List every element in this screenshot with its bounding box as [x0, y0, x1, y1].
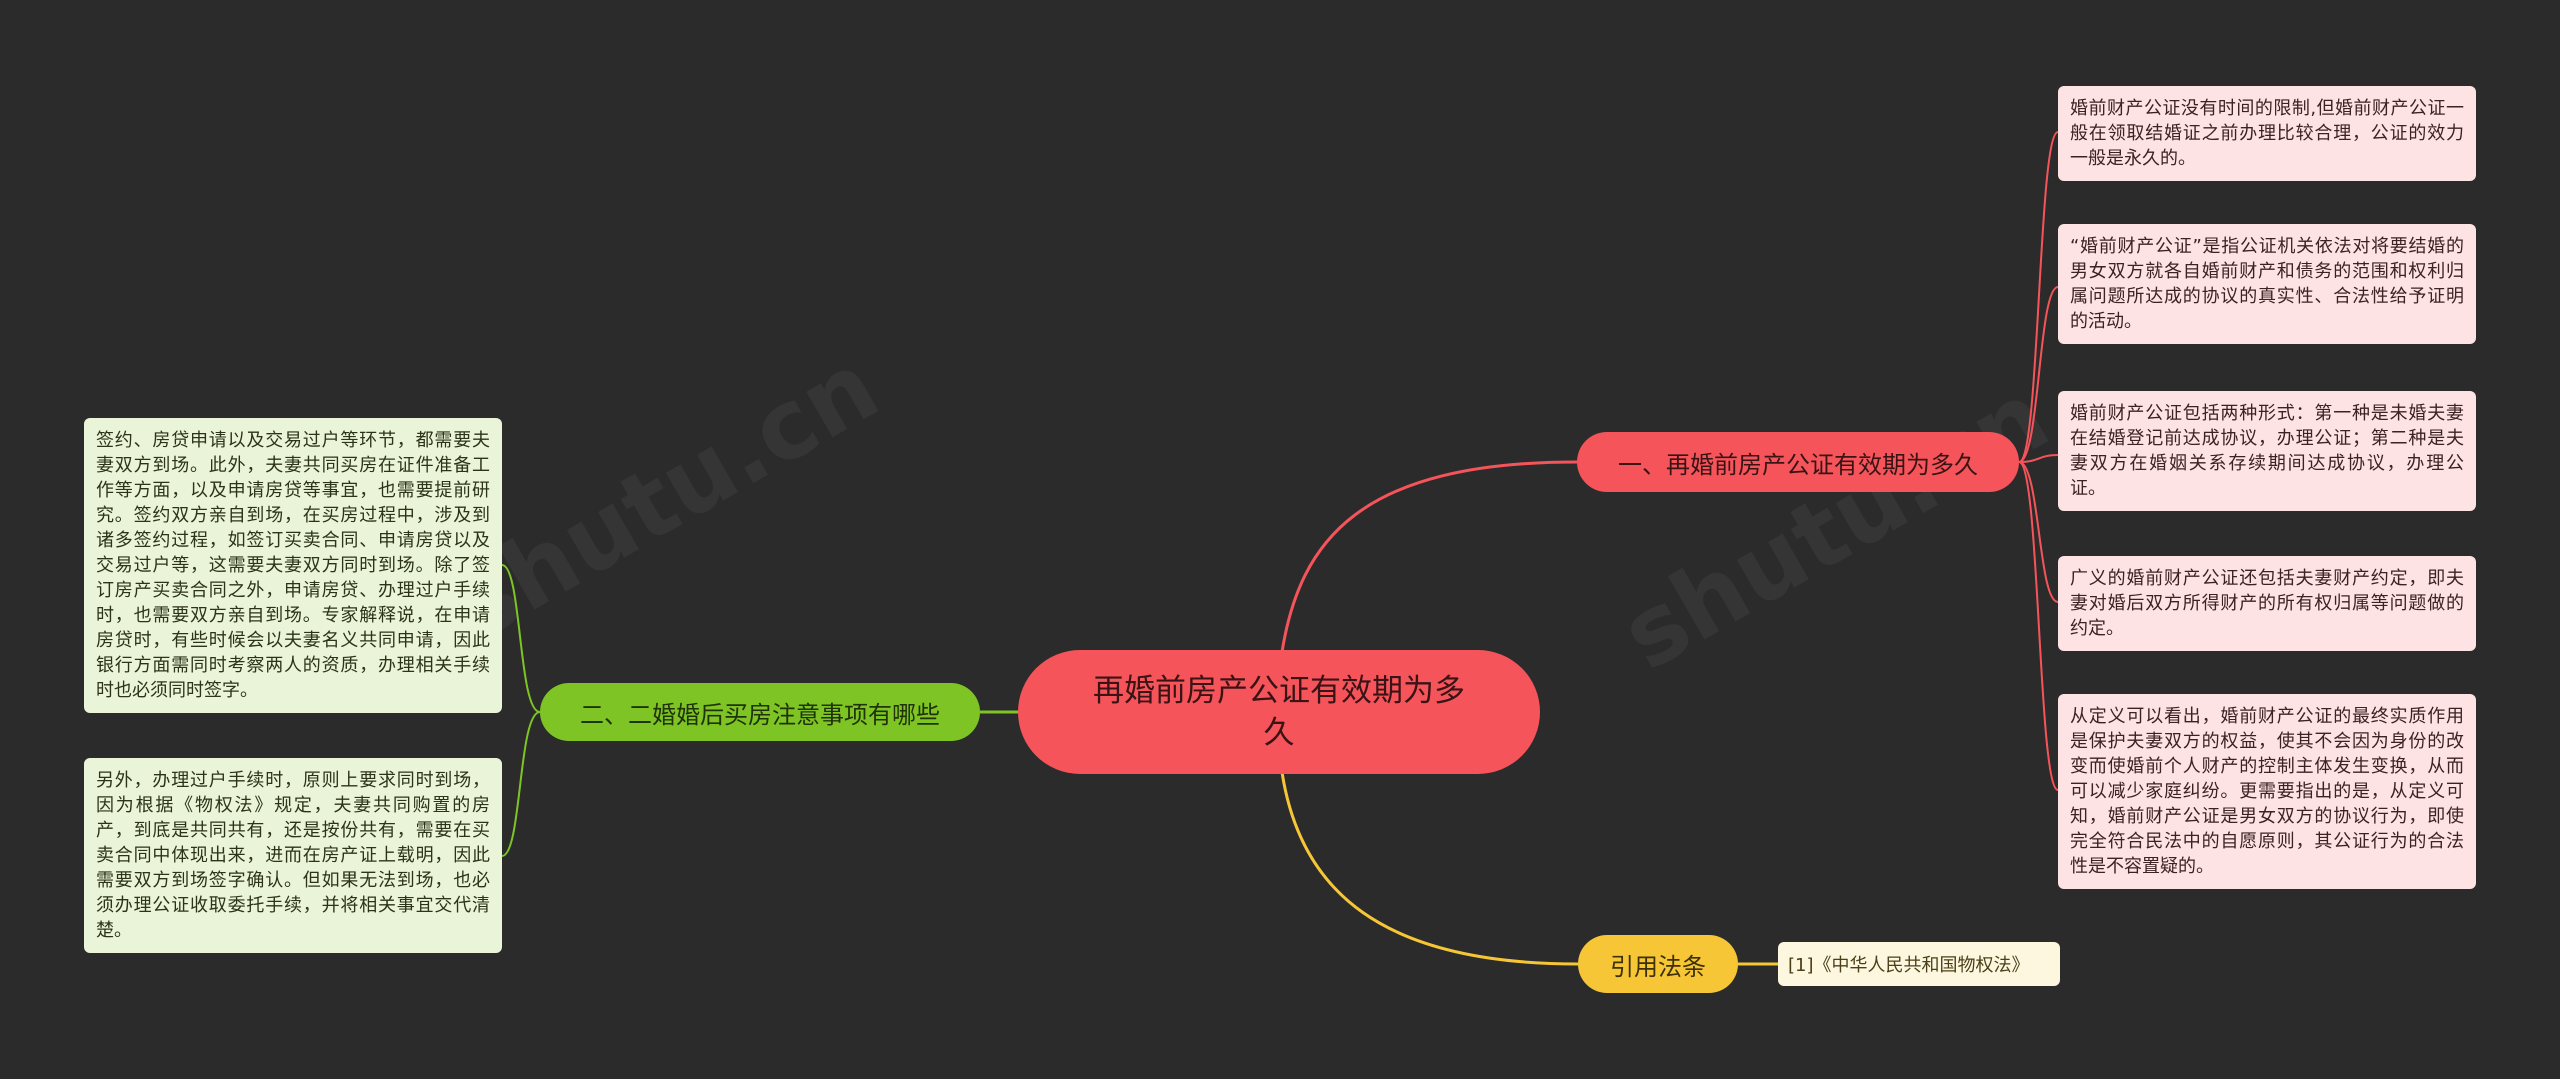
- leaf-text: “婚前财产公证”是指公证机关依法对将要结婚的男女双方就各自婚前财产和债务的范围和…: [2070, 236, 2464, 332]
- branch-label: 引用法条: [1610, 952, 1706, 981]
- branch-label: 二、二婚婚后买房注意事项有哪些: [580, 700, 940, 729]
- leaf-node[interactable]: 另外，办理过户手续时，原则上要求同时到场，因为根据《物权法》规定，夫妻共同购置的…: [84, 758, 502, 953]
- link-right-leaf-4: [2018, 461, 2059, 603]
- link-left-leaf-2: [501, 711, 541, 857]
- leaf-node[interactable]: 从定义可以看出，婚前财产公证的最终实质作用是保护夫妻双方的权益，使其不会因为身份…: [2058, 694, 2476, 889]
- link-right-leaf-3: [2018, 454, 2059, 463]
- link-root-cite: [1280, 771, 1579, 966]
- branch-validity-period[interactable]: 一、再婚前房产公证有效期为多久: [1577, 432, 2019, 492]
- citation-text: [1]《中华人民共和国物权法》: [1788, 955, 2030, 976]
- branch-label: 一、再婚前房产公证有效期为多久: [1618, 450, 1978, 479]
- branch-buying-notes[interactable]: 二、二婚婚后买房注意事项有哪些: [540, 683, 980, 741]
- leaf-text: 从定义可以看出，婚前财产公证的最终实质作用是保护夫妻双方的权益，使其不会因为身份…: [2070, 706, 2464, 877]
- leaf-node[interactable]: 广义的婚前财产公证还包括夫妻财产约定，即夫妻对婚后双方所得财产的所有权归属等问题…: [2058, 556, 2476, 651]
- root-topic[interactable]: 再婚前房产公证有效期为多久: [1018, 650, 1540, 774]
- citation-leaf[interactable]: [1]《中华人民共和国物权法》: [1778, 942, 2060, 986]
- leaf-text: 另外，办理过户手续时，原则上要求同时到场，因为根据《物权法》规定，夫妻共同购置的…: [96, 770, 490, 941]
- leaf-node[interactable]: 婚前财产公证包括两种形式：第一种是未婚夫妻在结婚登记前达成协议，办理公证；第二种…: [2058, 391, 2476, 511]
- leaf-text: 婚前财产公证没有时间的限制,但婚前财产公证一般在领取结婚证之前办理比较合理，公证…: [2070, 98, 2464, 169]
- root-topic-label: 再婚前房产公证有效期为多久: [1093, 673, 1465, 751]
- link-root-right: [1280, 460, 1578, 653]
- link-right-leaf-2: [2018, 286, 2059, 463]
- link-right-leaf-5: [2018, 461, 2059, 791]
- link-right-leaf-1: [2018, 131, 2059, 463]
- link-left-leaf-1: [501, 564, 541, 713]
- leaf-text: 签约、房贷申请以及交易过户等环节，都需要夫妻双方到场。此外，夫妻共同买房在证件准…: [96, 430, 490, 701]
- leaf-node[interactable]: “婚前财产公证”是指公证机关依法对将要结婚的男女双方就各自婚前财产和债务的范围和…: [2058, 224, 2476, 344]
- branch-cited-law[interactable]: 引用法条: [1578, 935, 1738, 993]
- leaf-node[interactable]: 签约、房贷申请以及交易过户等环节，都需要夫妻双方到场。此外，夫妻共同买房在证件准…: [84, 418, 502, 713]
- leaf-text: 广义的婚前财产公证还包括夫妻财产约定，即夫妻对婚后双方所得财产的所有权归属等问题…: [2070, 568, 2464, 639]
- leaf-text: 婚前财产公证包括两种形式：第一种是未婚夫妻在结婚登记前达成协议，办理公证；第二种…: [2070, 403, 2464, 499]
- leaf-node[interactable]: 婚前财产公证没有时间的限制,但婚前财产公证一般在领取结婚证之前办理比较合理，公证…: [2058, 86, 2476, 181]
